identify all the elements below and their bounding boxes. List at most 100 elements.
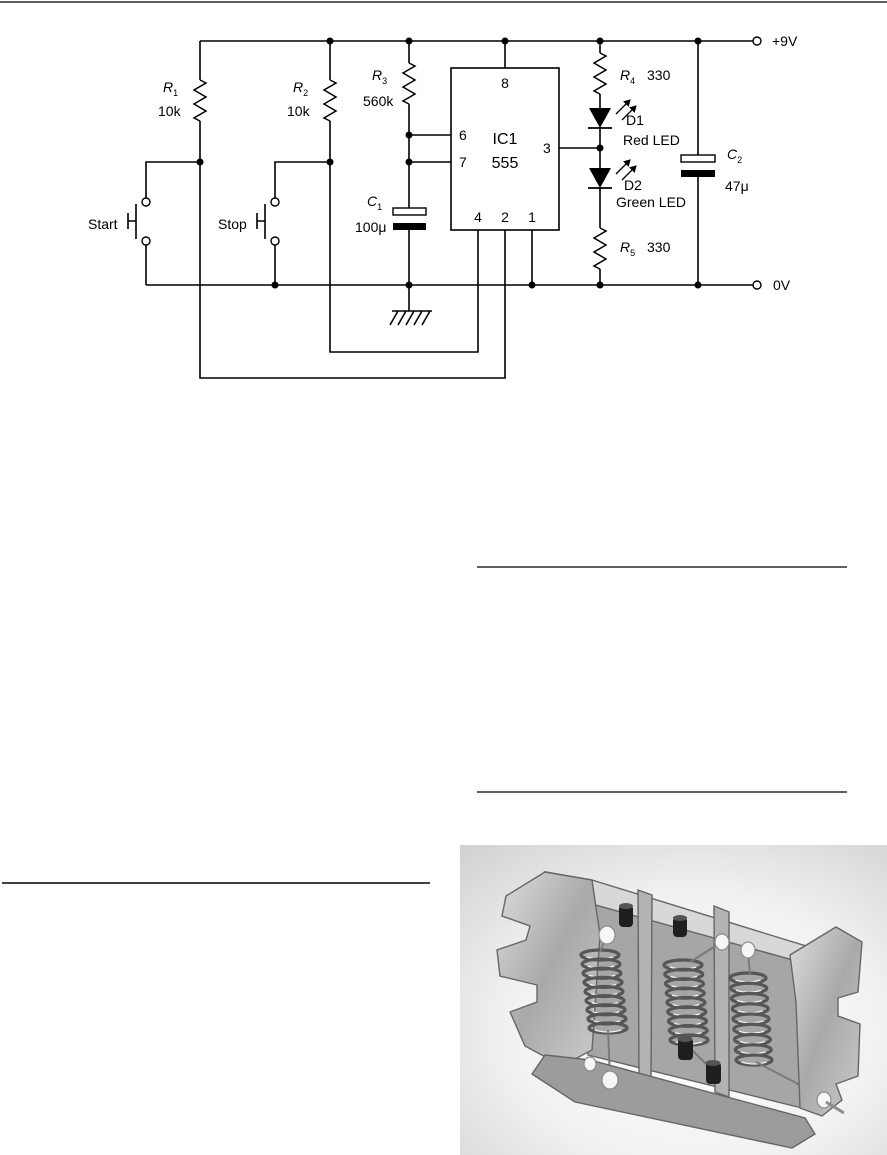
trigger-wire: [199, 162, 506, 379]
c2-symbol: C: [727, 146, 738, 162]
start-switch-contact: [141, 236, 151, 246]
r1-resistor: [192, 79, 208, 122]
r1-value: 10k: [158, 103, 182, 119]
r5-subscript: 5: [630, 248, 635, 258]
r1-designator: R1: [163, 79, 178, 98]
c1-negative-plate: [393, 223, 426, 230]
junction-dot: [405, 158, 413, 166]
bracket-right-flange: [789, 926, 863, 1117]
pin4-label: 4: [474, 209, 482, 225]
c1-symbol: C: [367, 193, 378, 209]
r2-symbol: R: [293, 79, 303, 95]
r4-subscript: 4: [630, 76, 635, 86]
ferrite-core: [619, 903, 633, 927]
zero-volt-rail-label: 0V: [773, 277, 791, 293]
r2-subscript: 2: [303, 88, 308, 98]
component-photo: [460, 845, 887, 1155]
r5-resistor: [592, 227, 608, 270]
junction-dot: [501, 37, 509, 45]
junction-dot: [326, 37, 334, 45]
start-pushbutton-icon: [127, 204, 137, 239]
r3-subscript: 3: [382, 76, 387, 86]
r3-value: 560k: [363, 93, 394, 109]
ic1-body: [450, 67, 560, 231]
d1-led-icon: [589, 108, 611, 128]
c2-positive-plate: [680, 154, 716, 163]
insulator-bead: [714, 933, 730, 951]
r2-value: 10k: [287, 103, 311, 119]
core-top: [619, 903, 633, 909]
bracket-divider: [637, 889, 653, 1084]
d2-description: Green LED: [616, 194, 686, 210]
junction-dot: [596, 144, 604, 152]
ground-symbol-icon: [389, 310, 432, 326]
c1-value: 100μ: [355, 219, 386, 235]
c1-positive-plate: [392, 207, 427, 216]
circuit-schematic: +9V 0V R1 10k Start R2 10k Stop: [88, 33, 798, 379]
core-top: [705, 1060, 721, 1066]
insulator-bead: [583, 1056, 597, 1072]
d1-description: Red LED: [623, 132, 680, 148]
insulator-bead: [740, 941, 756, 959]
junction-dot: [196, 158, 204, 166]
ferrite-core: [677, 1036, 693, 1060]
core-body: [678, 1038, 693, 1060]
junction-dot: [405, 131, 413, 139]
pin7-label: 7: [459, 154, 467, 170]
r3-resistor: [401, 62, 417, 105]
core-top: [673, 915, 687, 921]
coil-lead: [755, 1061, 801, 1086]
stop-switch-contact: [270, 236, 280, 246]
coil-turn: [734, 1053, 774, 1067]
r5-value: 330: [647, 239, 671, 255]
r3-symbol: R: [372, 67, 382, 83]
core-body: [706, 1062, 721, 1084]
d1-name: D1: [626, 112, 644, 128]
d2-light-arrow-icon: [621, 165, 637, 181]
stop-pushbutton-icon: [256, 204, 266, 239]
core-body: [619, 905, 633, 927]
pin2-label: 2: [501, 209, 509, 225]
pin3-label: 3: [543, 140, 551, 156]
c2-negative-plate: [681, 170, 715, 177]
ic1-part-number: 555: [492, 155, 519, 172]
c2-designator: C2: [727, 146, 742, 165]
c1-subscript: 1: [377, 202, 382, 212]
junction-dot: [694, 37, 702, 45]
r1-subscript: 1: [173, 88, 178, 98]
r4-value: 330: [647, 67, 671, 83]
junction-dot: [694, 281, 702, 289]
junction-dot: [326, 158, 334, 166]
junction-dots: [196, 37, 702, 289]
r4-symbol: R: [620, 67, 630, 83]
insulator-bead: [598, 925, 616, 945]
d2-name: D2: [624, 177, 642, 193]
stop-switch-label: Stop: [218, 216, 247, 232]
core-top: [677, 1036, 693, 1042]
junction-dot: [405, 281, 413, 289]
r1-symbol: R: [163, 79, 173, 95]
coil-middle: [662, 958, 710, 1047]
pin6-label: 6: [459, 127, 467, 143]
ic1-name: IC1: [493, 131, 518, 148]
r5-designator: R5: [620, 239, 635, 258]
d2-light-arrow-icon: [615, 159, 631, 175]
r3-designator: R3: [372, 67, 387, 86]
ferrite-core: [705, 1060, 721, 1084]
coil-left: [579, 948, 629, 1035]
core-body: [673, 917, 687, 937]
start-switch-label: Start: [88, 216, 118, 232]
c1-designator: C1: [367, 193, 382, 212]
coil-right: [728, 971, 774, 1067]
r4-designator: R4: [620, 67, 635, 86]
bracket-left-flange: [496, 871, 601, 1067]
r5-symbol: R: [620, 239, 630, 255]
r4-resistor: [592, 52, 608, 95]
c2-value: 47μ: [725, 178, 749, 194]
c2-subscript: 2: [737, 155, 742, 165]
positive-rail-label: +9V: [772, 33, 798, 49]
d1-light-arrow-icon: [615, 99, 631, 115]
stop-switch-upper-wire: [274, 161, 330, 198]
